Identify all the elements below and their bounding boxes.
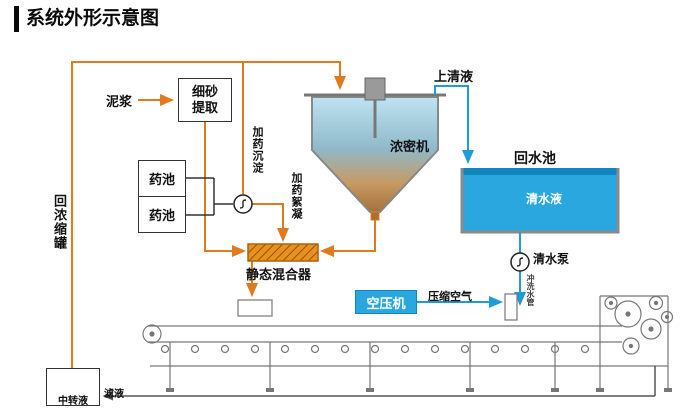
belt-filter-press	[142, 293, 674, 392]
underflow-pipe	[320, 216, 376, 257]
chem-pool-2-label: 药池	[148, 208, 175, 223]
mud-label: 泥浆	[106, 94, 133, 109]
chem-pool-2-box: 药池	[138, 196, 186, 233]
transfer-pump-box	[46, 368, 100, 406]
clear-water-label: 清水液	[526, 192, 563, 206]
press-air-unit	[504, 293, 518, 321]
return-concentrate-tank-label: 回浓缩罐	[52, 194, 67, 250]
filtrate-label: 滤液	[104, 389, 124, 400]
clear-water-pump-icon	[510, 252, 530, 272]
chem-pool-1-label: 药池	[148, 172, 175, 187]
dosing-sedimentation-label: 加药沉淀	[251, 126, 263, 174]
filtrate-line	[102, 366, 656, 401]
transfer-liquid-label: 中转液	[58, 396, 88, 407]
supernatant-pipe	[434, 85, 474, 164]
dosing-flocculation-label: 加药絮凝	[290, 172, 302, 220]
return-water-pool-label: 回水池	[514, 150, 556, 166]
sand-extraction-label: 细砂提取	[191, 84, 218, 115]
static-mixer-label: 静态混合器	[246, 267, 312, 282]
sand-to-mixer-pipe	[204, 122, 246, 257]
page-title: 系统外形示意图	[14, 6, 159, 32]
compressed-air-label: 压缩空气	[428, 291, 472, 303]
press-roller-stack	[604, 295, 674, 355]
chem-pump-connectors	[186, 177, 233, 216]
air-compressor-label: 空压机	[366, 295, 406, 311]
static-mixer-body	[247, 243, 319, 262]
dosing-pump-icon	[233, 194, 253, 214]
thickener-motor	[364, 77, 386, 101]
flush-pipe-label: 冲洗水管	[526, 274, 535, 306]
air-compressor-box: 空压机	[355, 290, 417, 314]
chem-pool-1-box: 药池	[138, 160, 186, 197]
sand-extraction-box: 细砂提取	[178, 78, 232, 122]
orange-pipes	[71, 61, 376, 368]
clear-water-pump-label: 清水泵	[533, 252, 570, 266]
supernatant-label: 上清液	[434, 69, 474, 84]
thickener-label: 浓密机	[390, 139, 430, 154]
recycle-pipe	[71, 61, 346, 368]
dosing-floc-pipe	[252, 203, 289, 242]
press-feed-hopper	[237, 299, 273, 317]
return-water-pool-tank	[460, 168, 620, 234]
thickener-tank	[304, 77, 446, 221]
